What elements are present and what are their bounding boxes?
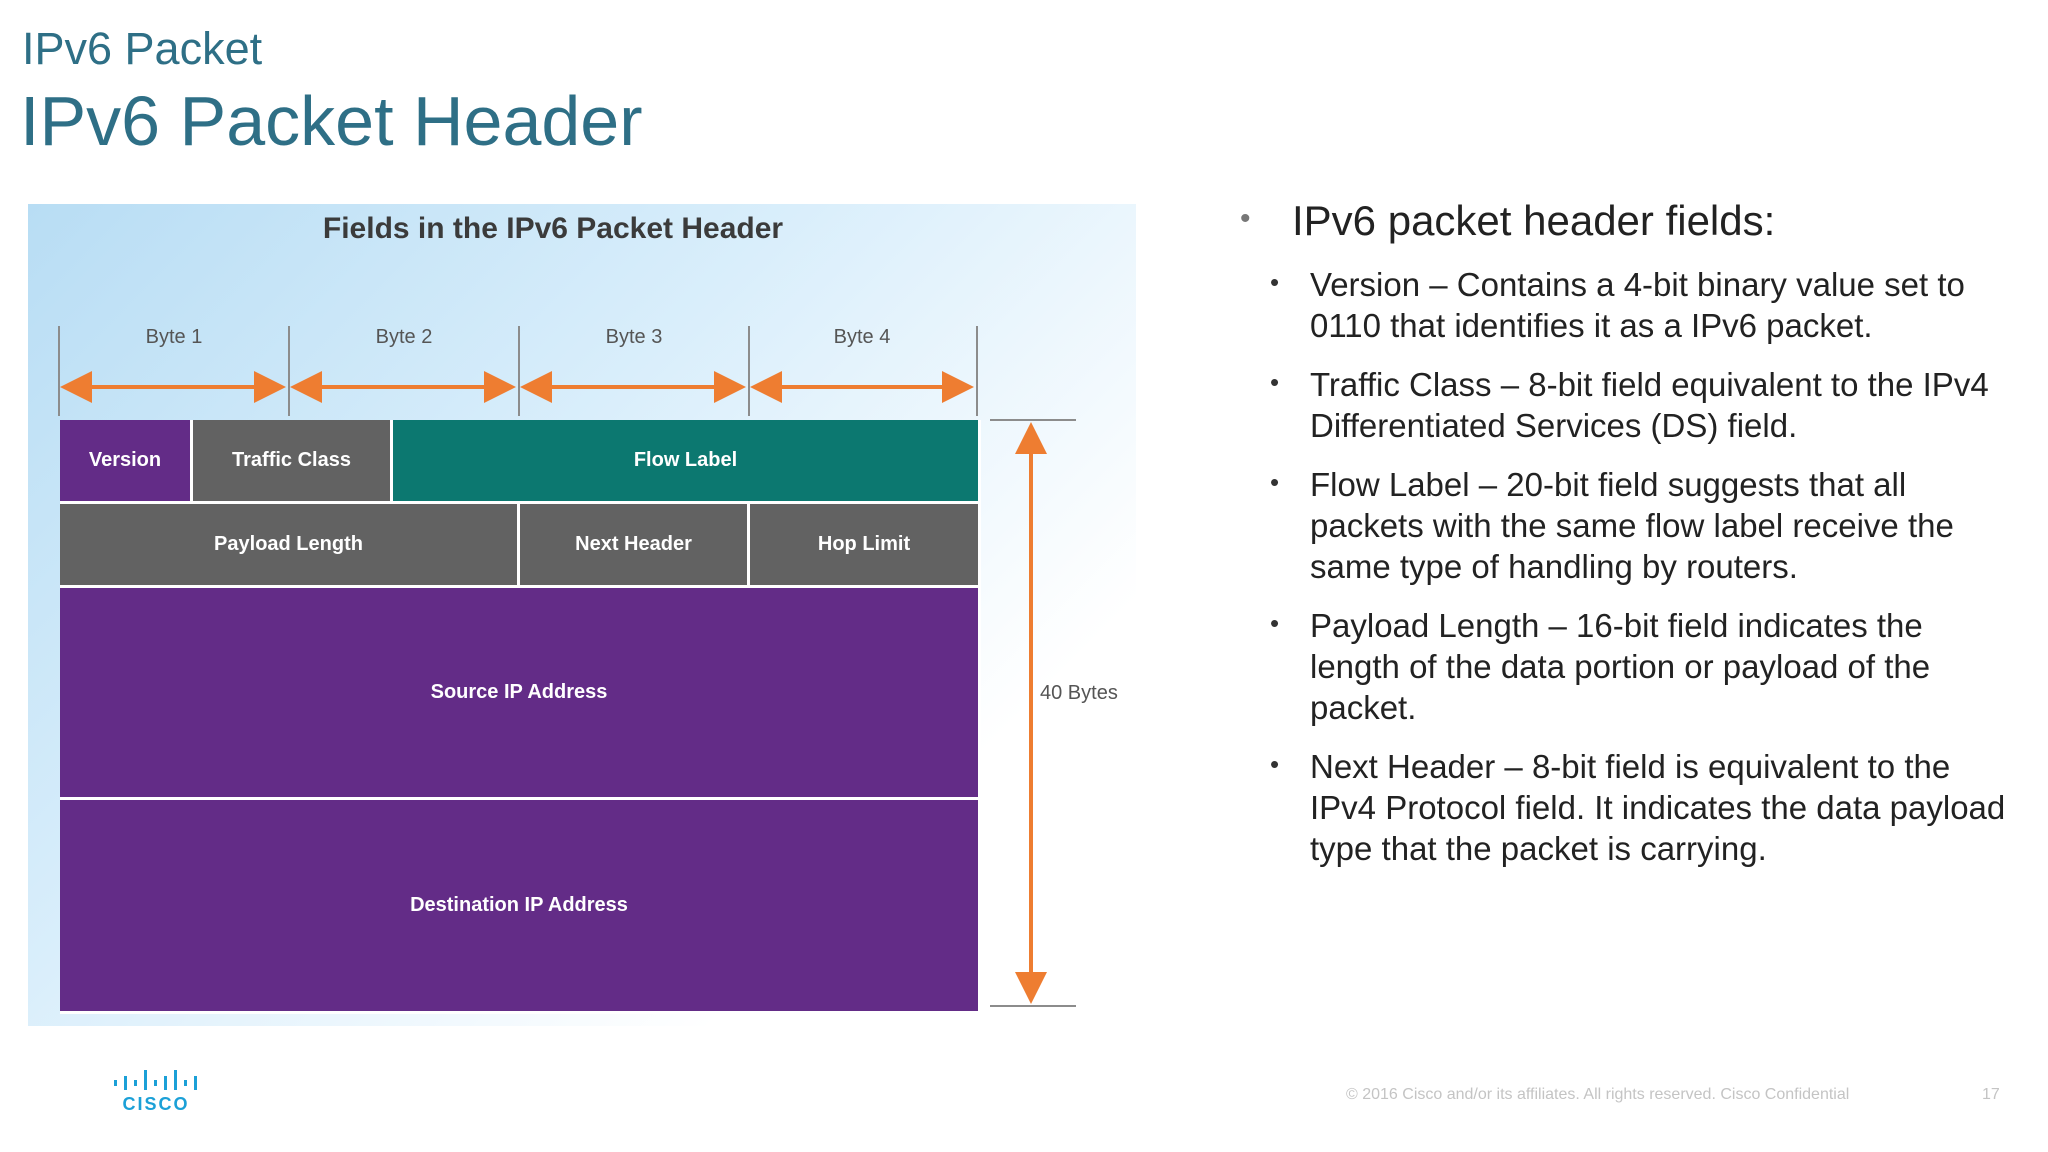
traffic-class-field: Traffic Class (193, 420, 393, 504)
next-header-field: Next Header (520, 504, 750, 588)
sub-bullet-text: Version – Contains a 4-bit binary value … (1310, 266, 1965, 344)
slide-title: IPv6 Packet Header (20, 82, 643, 160)
byte-boundary-tick (518, 326, 520, 416)
byte-boundary-tick (58, 326, 60, 416)
bullet-list: • IPv6 packet header fields: • Version –… (1240, 196, 2020, 887)
hop-limit-field: Hop Limit (750, 504, 981, 588)
sub-bullet-payload-length: • Payload Length – 16-bit field indicate… (1240, 605, 2020, 728)
byte-boundary-tick (748, 326, 750, 416)
ipv6-header-diagram: Fields in the IPv6 Packet Header Byte 1 … (28, 204, 1136, 1026)
payload-length-field: Payload Length (60, 504, 520, 588)
byte-boundary-tick (288, 326, 290, 416)
bullet-dot-icon: • (1270, 608, 1280, 638)
source-address-field: Source IP Address (60, 588, 981, 800)
bullet-dot-icon: • (1270, 267, 1280, 297)
section-title: IPv6 Packet (22, 23, 263, 74)
byte-boundary-tick (976, 326, 978, 416)
byte-2-label: Byte 2 (375, 326, 433, 348)
flow-label-field: Flow Label (393, 420, 981, 504)
sub-bullet-text: Traffic Class – 8-bit field equivalent t… (1310, 366, 1989, 444)
copyright-text: © 2016 Cisco and/or its affiliates. All … (1346, 1086, 1850, 1103)
destination-address-field: Destination IP Address (60, 800, 981, 1014)
header-size-label: 40 Bytes (1040, 682, 1118, 704)
bullet-dot-icon: • (1240, 202, 1251, 235)
byte-3-label: Byte 3 (605, 326, 663, 348)
sub-bullet-text: Next Header – 8-bit field is equivalent … (1310, 748, 2006, 867)
sub-bullet-flow-label: • Flow Label – 20-bit field suggests tha… (1240, 464, 2020, 587)
sub-bullet-traffic-class: • Traffic Class – 8-bit field equivalent… (1240, 364, 2020, 446)
main-bullet-text: IPv6 packet header fields: (1292, 197, 1776, 244)
sub-bullet-text: Flow Label – 20-bit field suggests that … (1310, 466, 1954, 585)
page-number: 17 (1982, 1086, 2000, 1103)
bullet-dot-icon: • (1270, 367, 1280, 397)
bullet-dot-icon: • (1270, 749, 1280, 779)
main-bullet: • IPv6 packet header fields: (1240, 196, 2020, 246)
diagram-title: Fields in the IPv6 Packet Header (322, 212, 784, 245)
logo-text: CISCO (122, 1094, 189, 1112)
bullet-dot-icon: • (1270, 467, 1280, 497)
byte-4-label: Byte 4 (833, 326, 891, 348)
sub-bullet-version: • Version – Contains a 4-bit binary valu… (1240, 264, 2020, 346)
cisco-logo-icon: CISCO (114, 1070, 197, 1112)
arrows-svg (60, 371, 1076, 1007)
version-field: Version (60, 420, 193, 504)
sub-bullet-next-header: • Next Header – 8-bit field is equivalen… (1240, 746, 2020, 869)
byte-1-label: Byte 1 (145, 326, 203, 348)
sub-bullet-text: Payload Length – 16-bit field indicates … (1310, 607, 1931, 726)
